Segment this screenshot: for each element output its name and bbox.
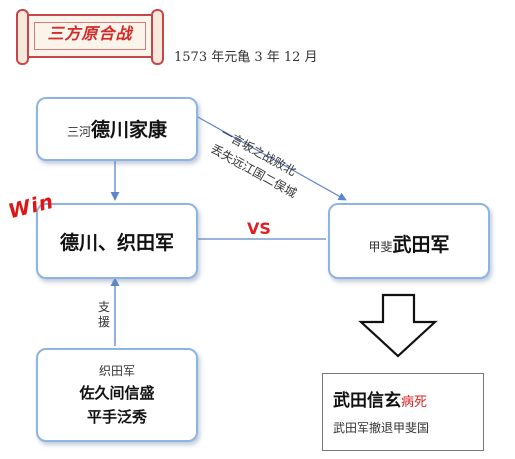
ieyasu-prefix: 三河 xyxy=(66,125,91,139)
oda-general-1: 佐久间信盛 xyxy=(79,384,155,402)
banner-title: 三方原合战 xyxy=(47,24,133,43)
result-status: 病死 xyxy=(401,395,428,410)
title-scroll-banner: 三方原合战 xyxy=(16,9,164,65)
down-arrow-icon xyxy=(358,293,438,358)
allied-army-box: 德川、织田军 xyxy=(36,203,198,279)
arrow-ieyasu-to-takeda xyxy=(195,115,347,201)
oda-reinforcement-box: 织田军 佐久间信盛 平手泛秀 xyxy=(36,348,198,442)
result-name: 武田信玄 xyxy=(333,391,401,411)
takeda-prefix: 甲斐 xyxy=(368,240,393,254)
scroll-inner-frame xyxy=(34,22,146,50)
takeda-name: 武田军 xyxy=(392,234,450,256)
oda-general-2: 平手泛秀 xyxy=(86,408,147,426)
result-box: 武田信玄病死 武田军撤退甲斐国 xyxy=(322,373,484,451)
vs-label: VS xyxy=(247,219,271,238)
support-label: 支援 xyxy=(98,300,111,329)
oda-prefix: 织田军 xyxy=(98,364,135,378)
date-label: 1573 年元亀 3 年 12 月 xyxy=(174,50,318,65)
ieyasu-box: 三河德川家康 xyxy=(36,97,198,161)
allied-army-name: 德川、织田军 xyxy=(59,232,174,254)
ieyasu-name: 德川家康 xyxy=(91,119,168,141)
result-note: 武田军撤退甲斐国 xyxy=(333,421,430,435)
takeda-army-box: 甲斐武田军 xyxy=(328,203,490,279)
